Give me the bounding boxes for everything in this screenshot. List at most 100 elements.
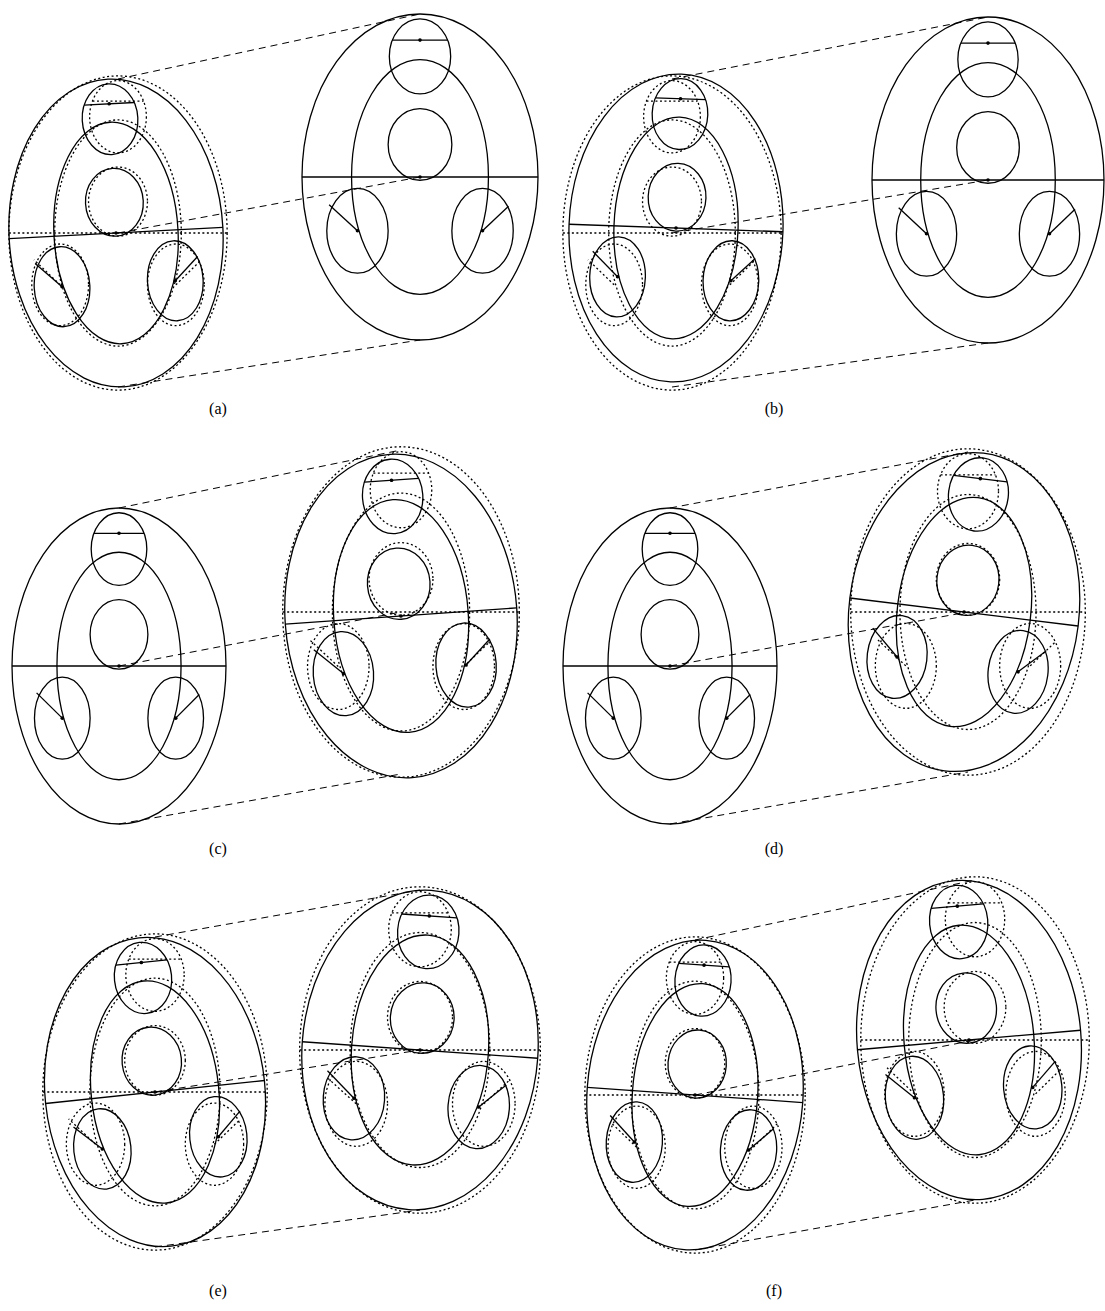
sun-ellipse	[125, 1026, 186, 1096]
center-dot	[913, 1096, 917, 1100]
reference-disc	[851, 449, 1086, 775]
center-dot	[895, 655, 899, 659]
planet-ellipse	[327, 188, 388, 273]
axis-line	[285, 608, 516, 624]
center-dot	[925, 232, 929, 236]
shaft-outline	[670, 612, 968, 666]
disc	[564, 70, 789, 385]
housing-ellipse	[291, 882, 549, 1218]
axis-line	[850, 598, 1078, 626]
planet-ellipse	[433, 621, 499, 709]
ring-ellipse	[48, 119, 184, 347]
center-dot	[955, 904, 959, 908]
planet-ellipse	[882, 1054, 947, 1142]
sun-ellipse	[647, 162, 707, 232]
planet-line	[954, 475, 1007, 482]
reference-disc	[585, 937, 805, 1253]
axis-line	[9, 227, 223, 238]
center-dot	[117, 531, 121, 535]
planet-ellipse	[80, 82, 139, 156]
center-dot	[418, 38, 422, 42]
planet-line	[92, 100, 143, 101]
shaft-outline	[119, 450, 401, 508]
planet-line	[116, 960, 167, 965]
center-dot	[674, 226, 678, 230]
housing-ellipse	[872, 17, 1104, 343]
planet-ellipse	[147, 244, 204, 326]
axis-line	[857, 1030, 1080, 1050]
housing-ellipse	[563, 508, 777, 824]
center-dot	[100, 1147, 104, 1151]
center-dot	[427, 914, 431, 918]
center-dot	[702, 963, 706, 967]
panel-label: (b)	[765, 400, 784, 418]
planet-ellipse	[310, 629, 376, 717]
planet-line	[402, 914, 457, 918]
housing-ellipse	[1, 74, 231, 393]
planet-line	[727, 694, 751, 718]
planet-line	[373, 473, 428, 474]
sun-ellipse	[388, 981, 456, 1056]
planet-ellipse	[896, 191, 956, 276]
planet-line	[174, 256, 199, 280]
sun-ellipse	[933, 970, 999, 1045]
shaft-outline	[118, 177, 420, 233]
planet-ellipse	[32, 245, 92, 328]
planet-ellipse	[699, 677, 755, 759]
planet-line	[364, 478, 418, 482]
planet-ellipse	[145, 239, 205, 322]
center-dot	[356, 229, 360, 233]
panel-label: (d)	[765, 840, 784, 858]
housing-ellipse	[564, 70, 789, 385]
axis-line	[569, 224, 783, 231]
housing-ellipse	[29, 926, 280, 1257]
disc	[12, 508, 226, 824]
disc	[302, 14, 538, 340]
center-dot	[611, 716, 615, 720]
disc	[29, 926, 280, 1257]
panel-label: (a)	[209, 400, 227, 418]
shaft-outline	[672, 17, 988, 79]
ring-ellipse	[344, 930, 497, 1169]
shaft-outline	[670, 772, 968, 824]
planet-ellipse	[944, 454, 1012, 534]
planet-line	[948, 902, 1001, 903]
planet-ellipse	[389, 19, 450, 94]
planet-line	[176, 261, 200, 285]
planet-line	[392, 912, 448, 913]
axis-line	[46, 1081, 265, 1104]
planet-line	[941, 474, 996, 475]
planet-ellipse	[1000, 1043, 1065, 1131]
reference-disc	[300, 887, 541, 1213]
center-dot	[978, 477, 982, 481]
reference-disc	[563, 76, 781, 390]
planet-line	[592, 251, 619, 277]
center-dot	[962, 610, 966, 614]
center-dot	[418, 1048, 422, 1052]
center-dot	[390, 478, 394, 482]
center-dot	[616, 275, 620, 279]
planet-line	[326, 1071, 356, 1099]
planet-line	[176, 694, 200, 718]
center-dot	[114, 231, 118, 235]
sun-ellipse	[369, 543, 433, 616]
planet-ellipse	[588, 236, 646, 318]
center-dot	[117, 664, 121, 668]
sun-ellipse	[388, 109, 452, 181]
center-dot	[216, 1135, 220, 1139]
planet-line	[479, 1083, 507, 1109]
planet-line	[74, 1124, 103, 1151]
disc	[872, 17, 1104, 343]
shaft-outline	[672, 180, 988, 233]
disc	[843, 871, 1094, 1209]
planet-line	[129, 959, 182, 960]
sun-ellipse	[84, 167, 145, 238]
axis-line	[587, 1087, 802, 1102]
center-dot	[1031, 1085, 1035, 1089]
center-dot	[1016, 670, 1020, 674]
planet-ellipse	[126, 939, 184, 1012]
center-dot	[668, 664, 672, 668]
planet-ellipse	[673, 943, 734, 1018]
planet-line	[885, 1072, 914, 1100]
planet-line	[1036, 1069, 1061, 1093]
